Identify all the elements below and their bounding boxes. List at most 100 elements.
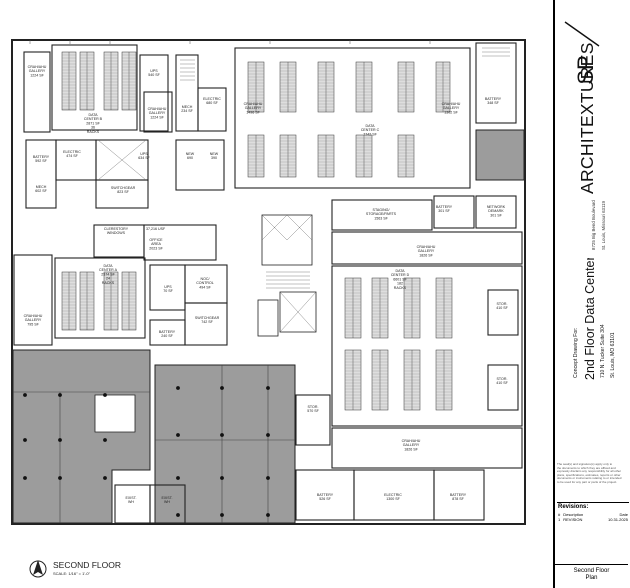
- column-dot: [58, 438, 62, 442]
- project-address-2: St. Louis, MO 63101: [610, 332, 616, 378]
- floor-title: SECOND FLOOR: [53, 560, 121, 570]
- rev-col-number: #: [558, 512, 561, 517]
- disclaimer-line: documents or instruments relating to or …: [557, 476, 622, 481]
- shaded-grid-lines: [13, 365, 295, 523]
- rev-col-date: Date: [619, 512, 628, 517]
- project-title: 2nd Floor Data Center: [583, 258, 597, 380]
- title-block: SP ARCHITEXTURES 8725 Big Bend Boulevard…: [553, 0, 630, 588]
- revisions-title: Revisions:: [558, 504, 589, 510]
- rev-description: REVISION: [563, 517, 583, 522]
- rack-row: [279, 134, 297, 178]
- column-dot: [220, 433, 224, 437]
- rev-date: 10.31.2025: [607, 517, 628, 522]
- rack-row: [247, 134, 265, 178]
- column-dot: [220, 476, 224, 480]
- structural-columns: [23, 386, 270, 517]
- column-dot: [176, 386, 180, 390]
- room-label: EXIST.WH: [162, 496, 173, 504]
- disclaimer-line: the documents to which they are affixed …: [557, 465, 616, 470]
- column-dot: [266, 433, 270, 437]
- revisions-table: Revisions: # Description Date 1 REVISION…: [557, 502, 629, 551]
- rack-row: [371, 277, 389, 339]
- disclaimer-text: The seal(s) and signature(s) apply only …: [557, 463, 629, 499]
- north-arrow-icon: [29, 560, 47, 578]
- office-dim-note: 37,216 USF: [146, 227, 166, 231]
- rack-row: [61, 271, 77, 331]
- column-dot: [103, 393, 107, 397]
- rack-row: [435, 349, 453, 411]
- existing-area-shading: [12, 129, 525, 524]
- server-racks: [61, 51, 453, 411]
- rack-row: [435, 277, 453, 339]
- column-dot: [266, 513, 270, 517]
- building-core: [97, 47, 510, 337]
- disclaimer-line: plans, specifications, estimates, report…: [557, 472, 621, 477]
- revisions-header-row: # Description Date: [557, 512, 629, 517]
- rev-col-description: Description: [563, 512, 584, 517]
- column-dot: [58, 476, 62, 480]
- rack-row: [344, 349, 362, 411]
- column-dot: [176, 433, 180, 437]
- floor-scale: SCALE: 1/16" = 1'-0": [53, 571, 91, 576]
- disclaimer-line: expressly disclaim any responsibility fo…: [557, 469, 622, 474]
- firm-name: ARCHITEXTURES: [577, 42, 597, 194]
- rack-row: [61, 51, 77, 111]
- disclaimer-line: to be used for any part or parts of the …: [557, 479, 618, 484]
- rack-row: [79, 51, 95, 111]
- rack-row: [344, 277, 362, 339]
- column-dot: [23, 438, 27, 442]
- rack-row: [121, 51, 137, 111]
- interior-walls: [13, 42, 523, 524]
- firm-address-line1: 8725 Big Bend Boulevard: [591, 200, 596, 250]
- rack-row: [355, 134, 373, 178]
- rack-row: [403, 349, 421, 411]
- rack-row: [279, 61, 297, 113]
- firm-address-line2: St. Louis, Missouri 63119: [601, 200, 606, 250]
- firm-address: 8725 Big Bend Boulevard St. Louis, Misso…: [591, 200, 606, 250]
- concept-label: Concept Drawing For:: [573, 328, 579, 378]
- window-marks: [29, 40, 431, 44]
- room-label: STOR.410 SF: [496, 377, 508, 385]
- column-dot: [220, 513, 224, 517]
- drawing-info: Concept Drawing For: 2nd Floor Data Cent…: [573, 258, 616, 380]
- rack-row: [79, 271, 95, 331]
- rack-row: [103, 51, 119, 111]
- rack-row: [317, 61, 335, 113]
- project-address-1: 710 N. Tucker Suite 304: [600, 324, 606, 378]
- column-dot: [266, 476, 270, 480]
- revision-row: 1 REVISION 10.31.2025: [557, 517, 629, 522]
- rack-row: [403, 277, 421, 339]
- firm-logo: SP ARCHITEXTURES: [564, 21, 600, 194]
- rack-row: [355, 61, 373, 113]
- column-dot: [23, 393, 27, 397]
- room-label: STOR.410 SF: [496, 302, 508, 310]
- rack-row: [121, 271, 137, 331]
- rack-row: [397, 61, 415, 113]
